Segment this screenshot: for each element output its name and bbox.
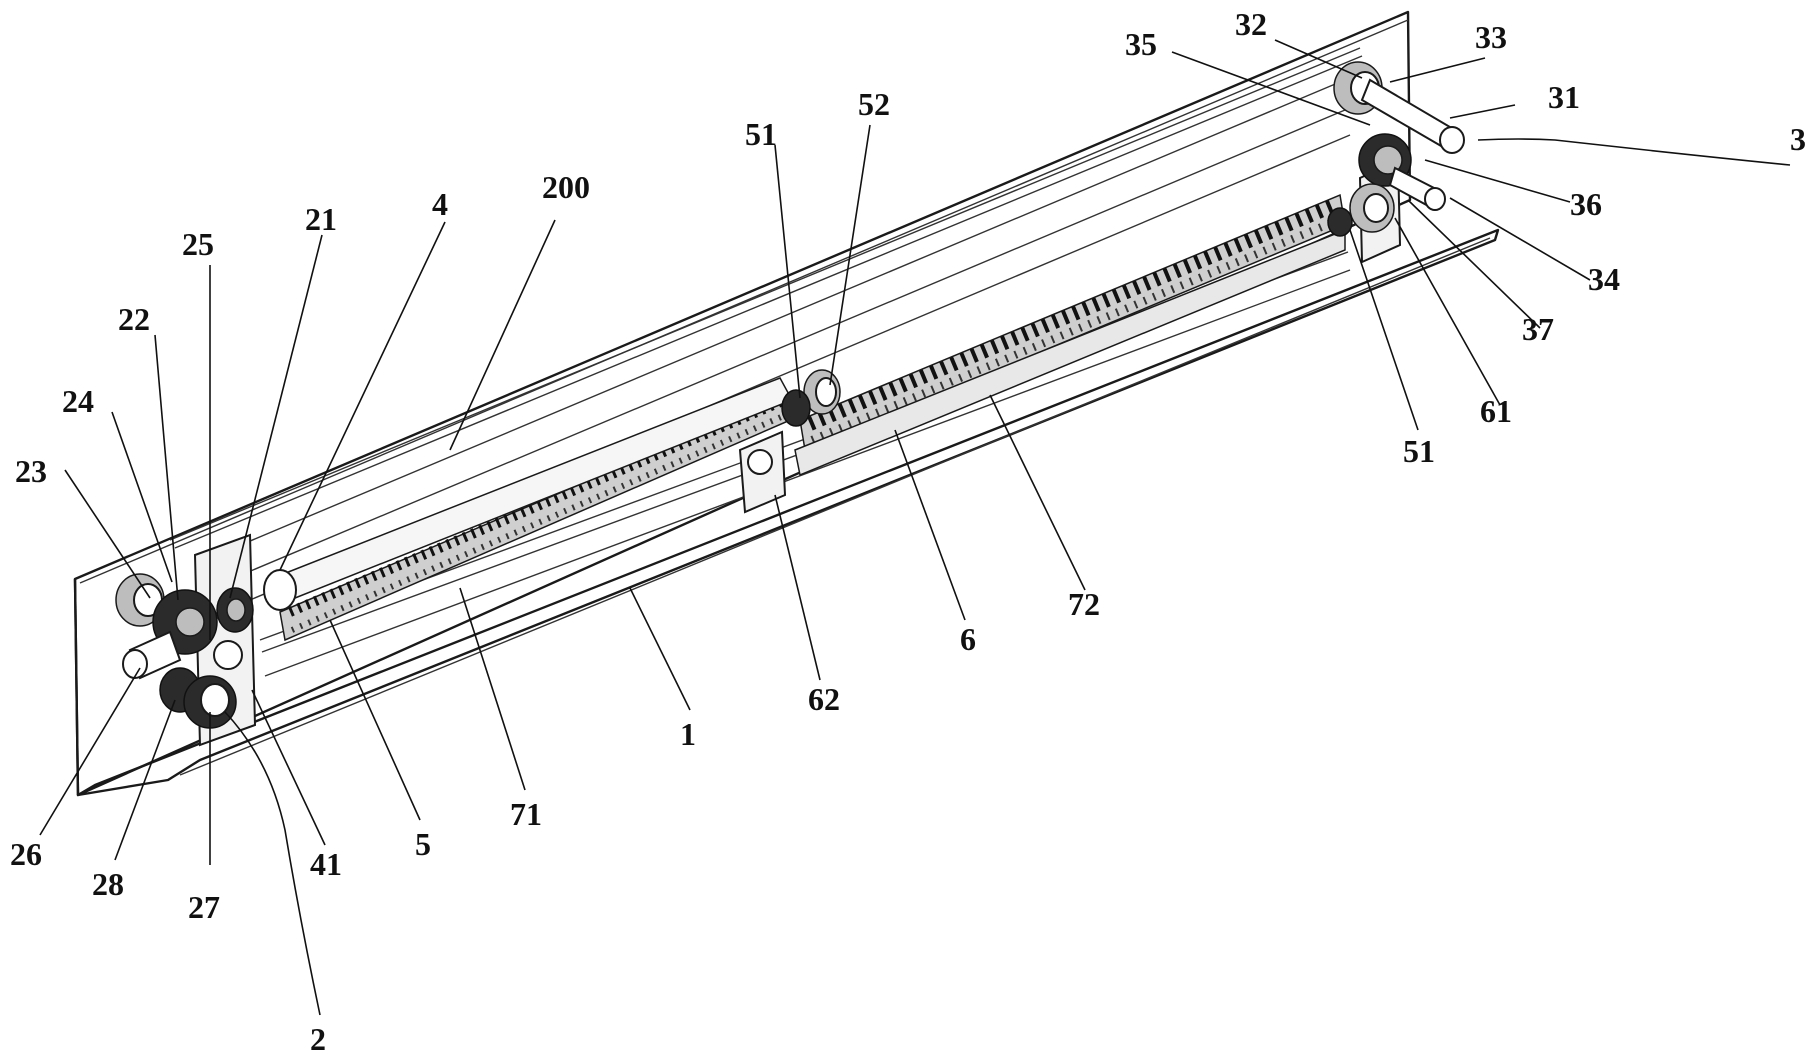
label-23: 23 bbox=[15, 453, 47, 489]
leader-26 bbox=[40, 668, 140, 835]
label-41: 41 bbox=[310, 846, 342, 882]
label-21: 21 bbox=[305, 201, 337, 237]
label-6: 6 bbox=[960, 621, 976, 657]
label-32: 32 bbox=[1235, 6, 1267, 42]
leader-21 bbox=[230, 235, 322, 598]
label-37: 37 bbox=[1522, 311, 1554, 347]
leader-34 bbox=[1450, 198, 1590, 280]
leader-33 bbox=[1390, 58, 1485, 82]
label-4: 4 bbox=[432, 186, 448, 222]
label-52: 52 bbox=[858, 86, 890, 122]
leader-51-right bbox=[1350, 230, 1418, 430]
label-31: 31 bbox=[1548, 79, 1580, 115]
label-28: 28 bbox=[92, 866, 124, 902]
label-35: 35 bbox=[1125, 26, 1157, 62]
leader-1 bbox=[630, 588, 690, 710]
leader-61 bbox=[1395, 218, 1500, 405]
label-51-middle: 51 bbox=[745, 116, 777, 152]
label-3: 3 bbox=[1790, 121, 1806, 157]
leader-lines bbox=[40, 40, 1790, 1015]
leader-200 bbox=[450, 220, 555, 450]
label-25: 25 bbox=[182, 226, 214, 262]
label-72: 72 bbox=[1068, 586, 1100, 622]
leader-6 bbox=[895, 430, 965, 620]
rod-4 bbox=[264, 378, 792, 610]
label-36: 36 bbox=[1570, 186, 1602, 222]
leader-4 bbox=[280, 222, 445, 570]
label-22: 22 bbox=[118, 301, 150, 337]
leader-3 bbox=[1478, 139, 1790, 165]
right-end-assembly bbox=[1328, 62, 1464, 262]
leader-2 bbox=[225, 712, 320, 1015]
label-24: 24 bbox=[62, 383, 94, 419]
leader-36 bbox=[1425, 160, 1570, 202]
leader-62 bbox=[775, 495, 820, 680]
label-1: 1 bbox=[680, 716, 696, 752]
leader-22 bbox=[155, 335, 178, 600]
leader-5 bbox=[330, 620, 420, 820]
callout-labels: 1 2 3 4 5 6 21 22 23 24 25 26 27 28 31 3… bbox=[10, 6, 1806, 1057]
leader-31 bbox=[1450, 105, 1515, 118]
label-61: 61 bbox=[1480, 393, 1512, 429]
label-26: 26 bbox=[10, 836, 42, 872]
left-end-assembly bbox=[116, 535, 255, 745]
label-62: 62 bbox=[808, 681, 840, 717]
label-200: 200 bbox=[542, 169, 590, 205]
label-71: 71 bbox=[510, 796, 542, 832]
label-5: 5 bbox=[415, 826, 431, 862]
rack-spring-5 bbox=[280, 395, 795, 640]
label-33: 33 bbox=[1475, 19, 1507, 55]
label-51-right: 51 bbox=[1403, 433, 1435, 469]
label-34: 34 bbox=[1588, 261, 1620, 297]
label-27: 27 bbox=[188, 889, 220, 925]
label-2: 2 bbox=[310, 1021, 326, 1057]
